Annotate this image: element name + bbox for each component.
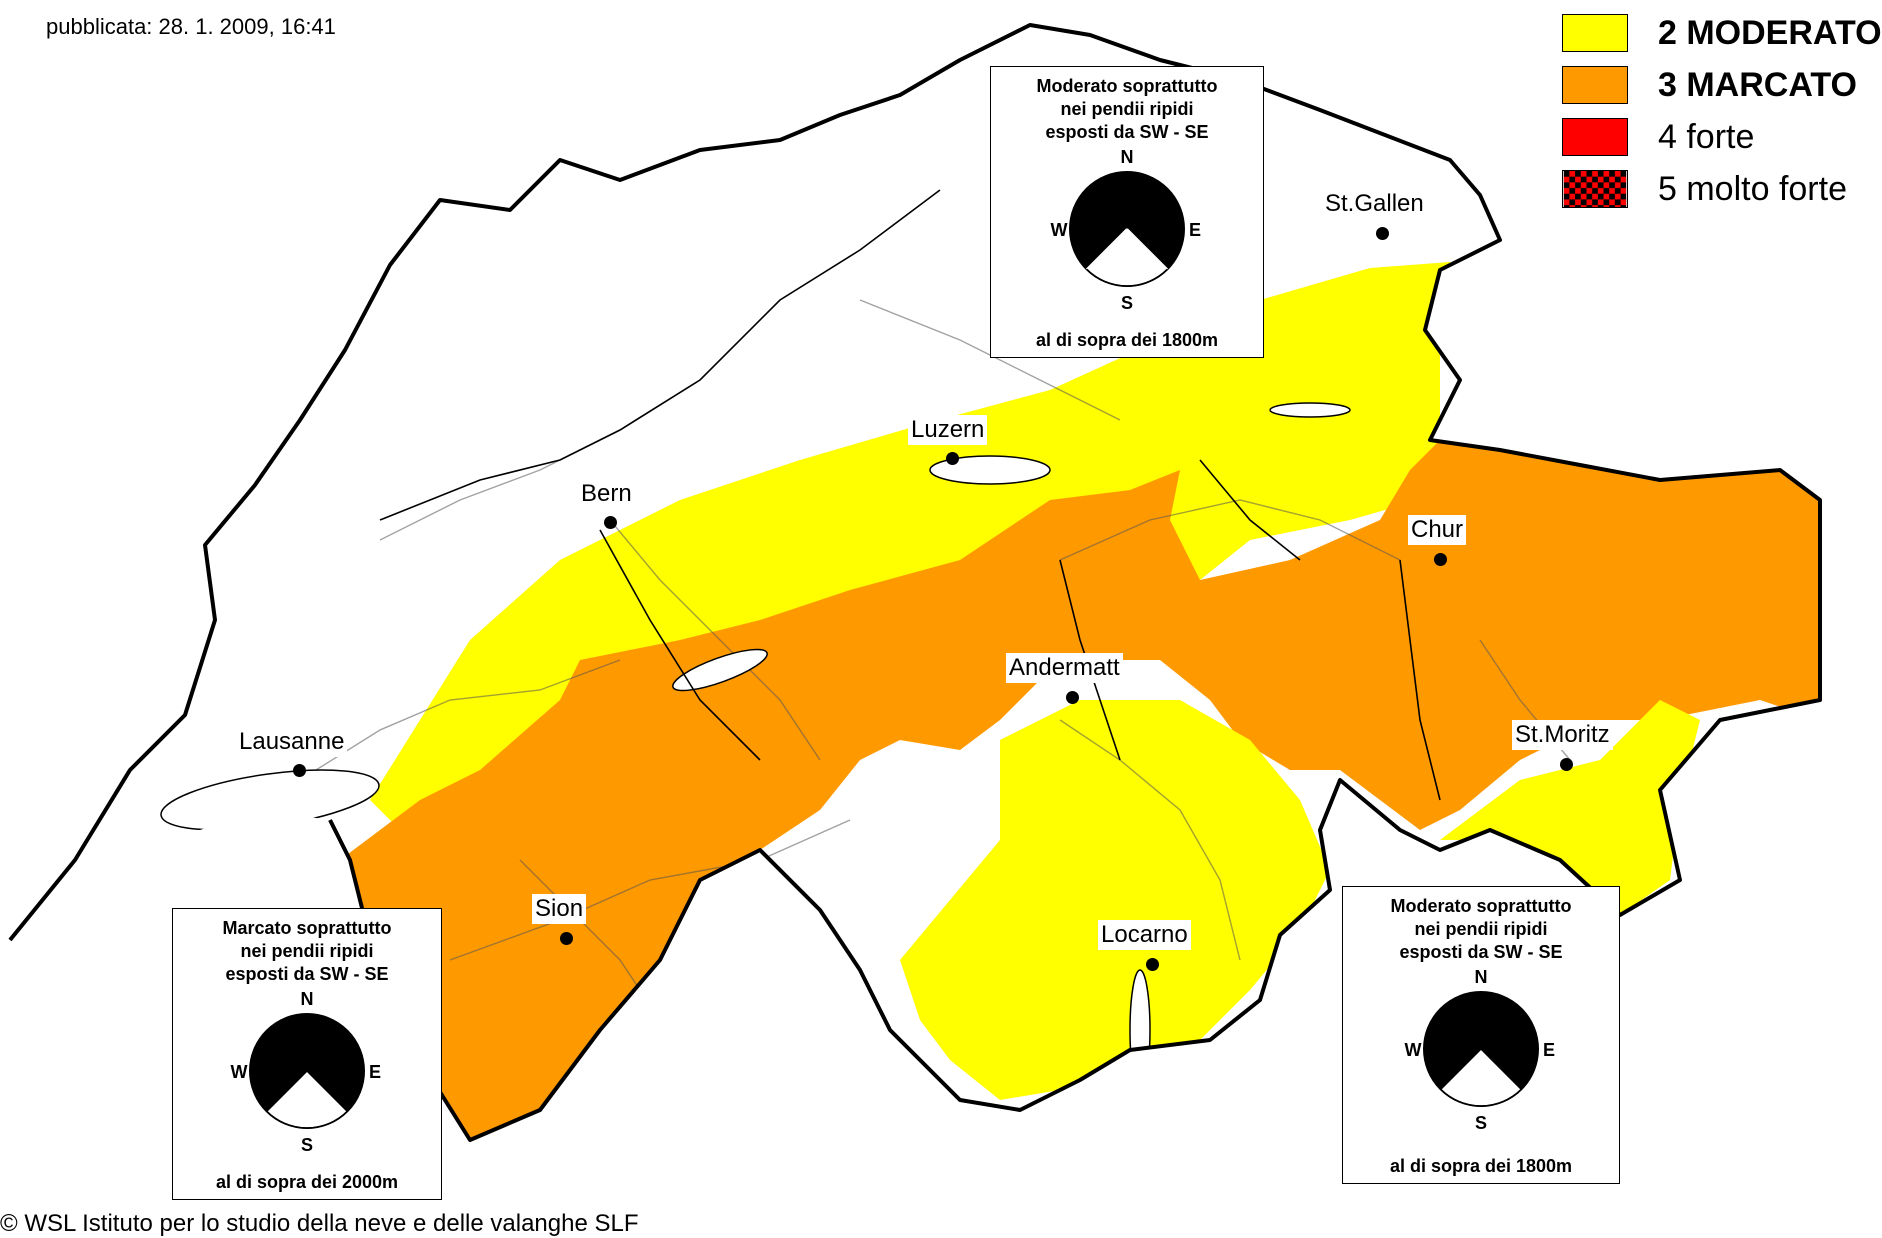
city-marker [1434,553,1447,566]
compass-e: E [1189,220,1201,240]
aspect-box-elevation: al di sopra dei 1800m [1389,1156,1573,1176]
copyright-text: © WSL Istituto per lo studio della neve … [0,1210,639,1237]
aspect-box-text: Marcato soprattutto nei pendii ripidi es… [222,918,392,984]
compass-n: N [1475,967,1488,987]
aspect-box-north: Moderato soprattutto nei pendii ripidi e… [990,66,1264,358]
city-label-stgallen: St.Gallen [1322,189,1427,219]
city-label-chur: Chur [1408,515,1467,545]
compass-e: E [369,1062,381,1082]
compass-w: W [1051,220,1068,240]
danger-zone-moderate-engadin [1440,700,1700,915]
aspect-box-southeast: Moderato soprattutto nei pendii ripidi e… [1342,886,1620,1184]
aspect-rose-icon: N S W E [1405,967,1556,1133]
compass-n: N [301,989,314,1009]
city-marker [1560,758,1573,771]
aspect-box-text: Moderato soprattutto nei pendii ripidi e… [1390,896,1572,962]
legend-label: 3 MARCATO [1658,66,1857,104]
aspect-box-elevation: al di sopra dei 2000m [215,1172,399,1192]
compass-w: W [231,1062,248,1082]
compass-s: S [1121,293,1133,313]
country-border [8,23,1822,1142]
city-marker [1146,958,1159,971]
city-marker [293,764,306,777]
legend-swatch-checker [1562,170,1628,208]
compass-w: W [1405,1040,1422,1060]
city-label-bern: Bern [578,479,635,509]
aspect-box-elevation: al di sopra dei 1800m [1035,330,1219,350]
city-marker [946,452,959,465]
danger-zone-considerable [340,440,1820,1140]
legend-label: 5 molto forte [1658,170,1847,208]
avalanche-map [8,23,1822,1142]
legend-label: 4 forte [1658,118,1755,156]
lake-zurich [1269,402,1351,418]
legend-swatch [1562,14,1628,52]
compass-s: S [301,1135,313,1155]
compass-n: N [1121,147,1134,167]
city-label-lausanne: Lausanne [236,727,348,757]
city-marker [604,516,617,529]
aspect-rose-icon: N S W E [1051,147,1202,313]
lake-thun [672,648,768,692]
city-label-sion: Sion [532,894,587,924]
aspect-box-text: Moderato soprattutto nei pendii ripidi e… [1036,76,1218,142]
lake-maggiore [1129,969,1151,1091]
city-label-luzern: Luzern [908,415,988,445]
legend-swatch [1562,66,1628,104]
compass-s: S [1475,1113,1487,1133]
danger-zone-moderate-ticino [900,700,1330,1100]
compass-e: E [1543,1040,1555,1060]
legend-label: 2 MODERATO [1658,14,1882,52]
city-label-locarno: Locarno [1098,920,1191,950]
published-date: pubblicata: 28. 1. 2009, 16:41 [46,14,336,39]
city-marker [1066,691,1079,704]
legend-swatch [1562,118,1628,156]
city-marker [560,932,573,945]
city-label-andermatt: Andermatt [1006,653,1123,683]
city-label-stmoritz: St.Moritz [1512,720,1613,750]
aspect-box-southwest: Marcato soprattutto nei pendii ripidi es… [172,908,442,1200]
city-marker [1376,227,1389,240]
lake-luzern [929,455,1051,485]
aspect-rose-icon: N S W E [231,989,382,1155]
